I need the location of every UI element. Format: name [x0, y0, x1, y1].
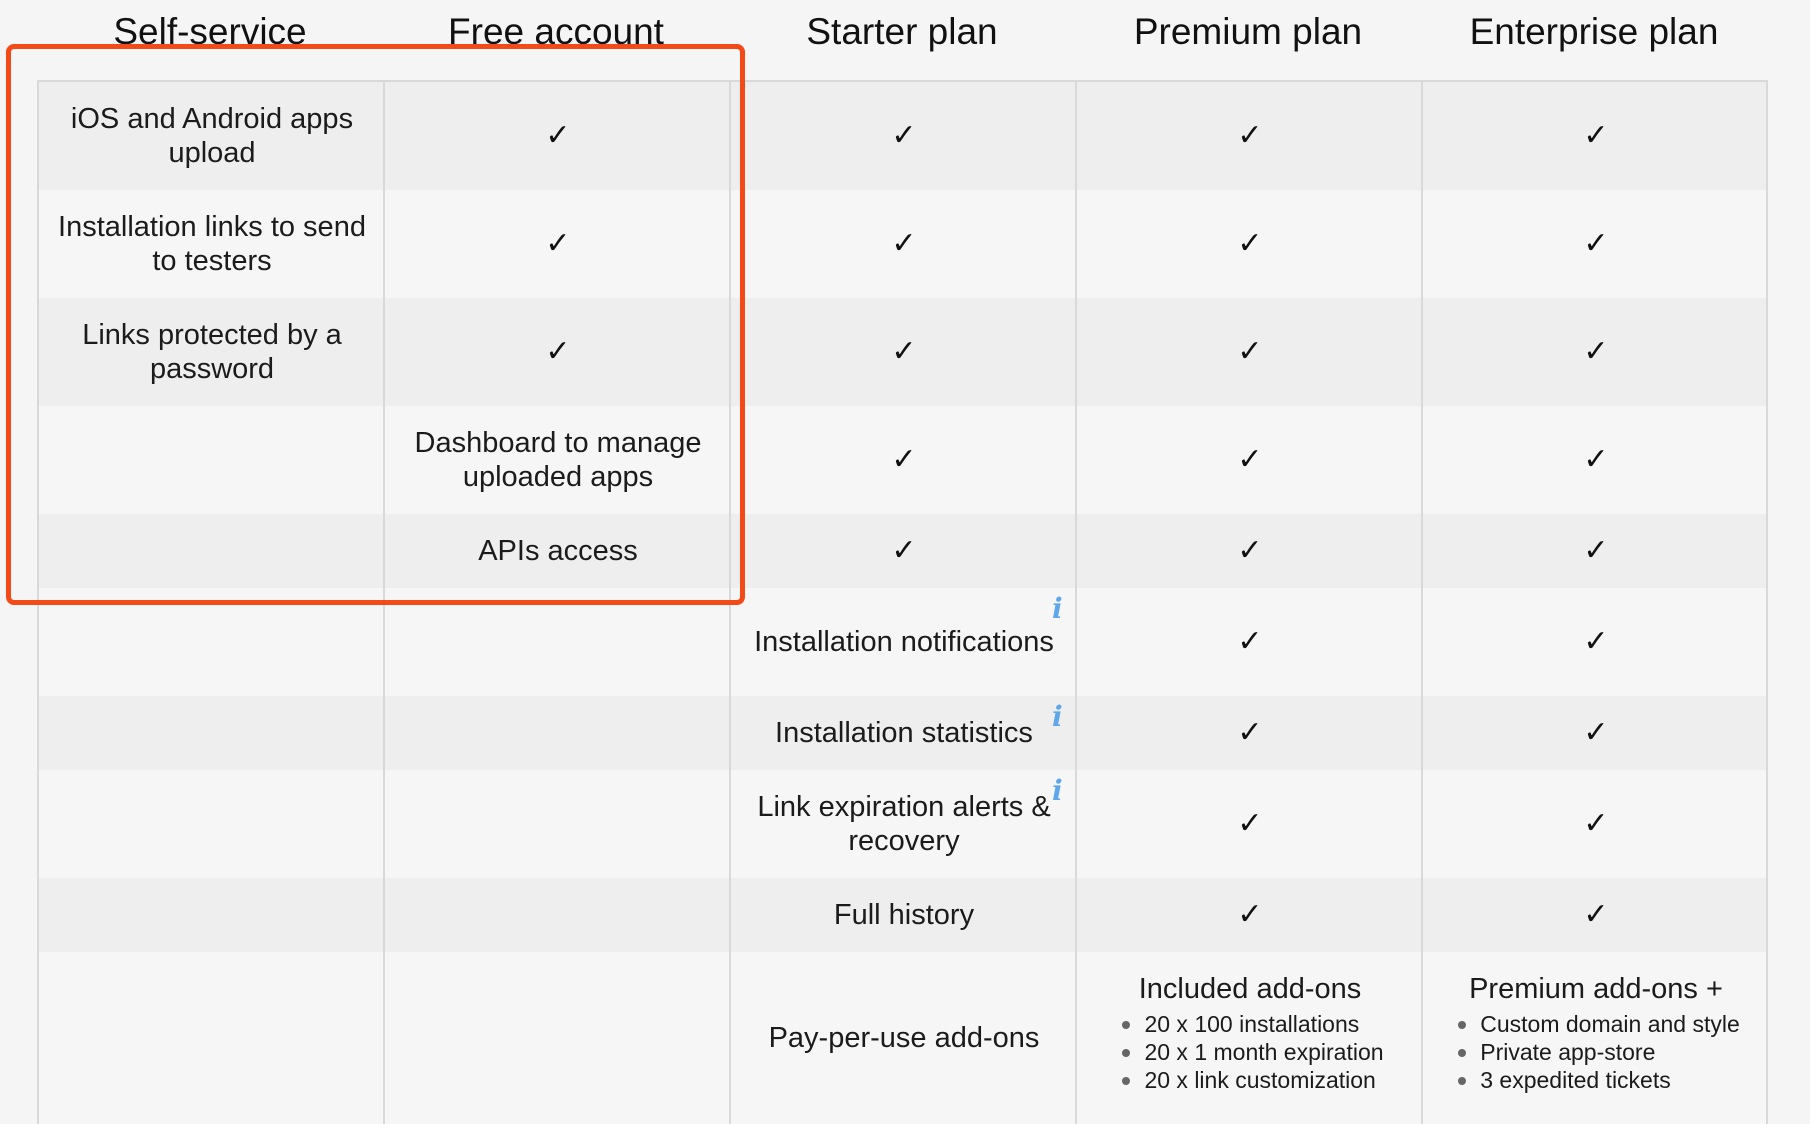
list-item: Private app-store — [1452, 1038, 1740, 1066]
check-icon: ✓ — [1237, 715, 1263, 750]
check-icon: ✓ — [891, 226, 917, 261]
check-icon: ✓ — [891, 118, 917, 153]
table-row: Installation notifications i ✓ ✓ — [39, 588, 1766, 696]
check-icon: ✓ — [1237, 226, 1263, 261]
check-icon: ✓ — [1583, 226, 1609, 261]
check-icon: ✓ — [1237, 624, 1263, 659]
feature-label: Installation links to send to testers — [58, 211, 366, 277]
check-icon: ✓ — [1237, 334, 1263, 369]
column-header-premium-plan: Premium plan — [1133, 11, 1363, 52]
check-icon: ✓ — [1237, 897, 1263, 932]
check-icon: ✓ — [545, 334, 571, 369]
premium-addons-list: 20 x 100 installations 20 x 1 month expi… — [1116, 1010, 1384, 1094]
list-item: 20 x 1 month expiration — [1116, 1038, 1384, 1066]
check-icon: ✓ — [1237, 118, 1263, 153]
column-header-enterprise-plan: Enterprise plan — [1469, 11, 1719, 52]
check-icon: ✓ — [1583, 715, 1609, 750]
table-row: Installation links to send to testers ✓ … — [39, 190, 1766, 298]
feature-label: Installation notifications — [754, 626, 1054, 658]
table-row: iOS and Android apps upload ✓ ✓ ✓ ✓ — [39, 82, 1766, 190]
list-item: 3 expedited tickets — [1452, 1066, 1740, 1094]
feature-label: Installation statistics — [775, 717, 1033, 749]
list-item: Custom domain and style — [1452, 1010, 1740, 1038]
enterprise-addons-title: Premium add-ons + — [1469, 973, 1723, 1005]
table-row: Link expiration alerts & recovery i ✓ ✓ — [39, 770, 1766, 878]
table-row: Dashboard to manage uploaded apps ✓ ✓ ✓ — [39, 406, 1766, 514]
feature-comparison-table: iOS and Android apps upload ✓ ✓ ✓ ✓ Inst… — [37, 80, 1768, 1124]
feature-label: APIs access — [478, 535, 638, 567]
column-divider — [1421, 82, 1423, 1124]
check-icon: ✓ — [1583, 533, 1609, 568]
list-item: 20 x link customization — [1116, 1066, 1383, 1094]
table-row: Full history ✓ ✓ — [39, 878, 1766, 952]
table-row: Pay-per-use add-ons Included add-ons 20 … — [39, 952, 1766, 1124]
column-header-starter-plan: Starter plan — [806, 11, 998, 52]
column-headers: Self-service Free account Starter plan P… — [37, 0, 1765, 80]
check-icon: ✓ — [1583, 624, 1609, 659]
info-icon[interactable]: i — [1052, 700, 1063, 733]
table-row: APIs access ✓ ✓ ✓ — [39, 514, 1766, 588]
feature-label: Full history — [833, 899, 975, 931]
enterprise-addons: Premium add-ons + Custom domain and styl… — [1423, 952, 1769, 1124]
check-icon: ✓ — [891, 334, 917, 369]
feature-label: Links protected by a password — [82, 319, 342, 385]
feature-label: iOS and Android apps upload — [70, 103, 354, 169]
info-icon[interactable]: i — [1052, 592, 1063, 625]
check-icon: ✓ — [1583, 334, 1609, 369]
info-icon[interactable]: i — [1052, 774, 1063, 807]
check-icon: ✓ — [1583, 118, 1609, 153]
check-icon: ✓ — [1237, 442, 1263, 477]
premium-addons: Included add-ons 20 x 100 installations … — [1077, 952, 1423, 1124]
check-icon: ✓ — [1237, 533, 1263, 568]
enterprise-addons-list: Custom domain and style Private app-stor… — [1452, 1010, 1740, 1094]
check-icon: ✓ — [1237, 806, 1263, 841]
feature-label: Pay-per-use add-ons — [768, 1022, 1040, 1054]
check-icon: ✓ — [1583, 897, 1609, 932]
check-icon: ✓ — [891, 442, 917, 477]
column-divider — [1075, 82, 1077, 1124]
check-icon: ✓ — [545, 226, 571, 261]
check-icon: ✓ — [1583, 806, 1609, 841]
highlight-box — [6, 44, 745, 605]
feature-label: Link expiration alerts & recovery — [757, 791, 1051, 857]
table-row: Links protected by a password ✓ ✓ ✓ ✓ — [39, 298, 1766, 406]
list-item: 20 x 100 installations — [1116, 1010, 1383, 1038]
premium-addons-title: Included add-ons — [1138, 973, 1362, 1005]
check-icon: ✓ — [1583, 442, 1609, 477]
check-icon: ✓ — [891, 533, 917, 568]
feature-label: Dashboard to manage uploaded apps — [414, 427, 702, 493]
table-row: Installation statistics i ✓ ✓ — [39, 696, 1766, 770]
check-icon: ✓ — [545, 118, 571, 153]
